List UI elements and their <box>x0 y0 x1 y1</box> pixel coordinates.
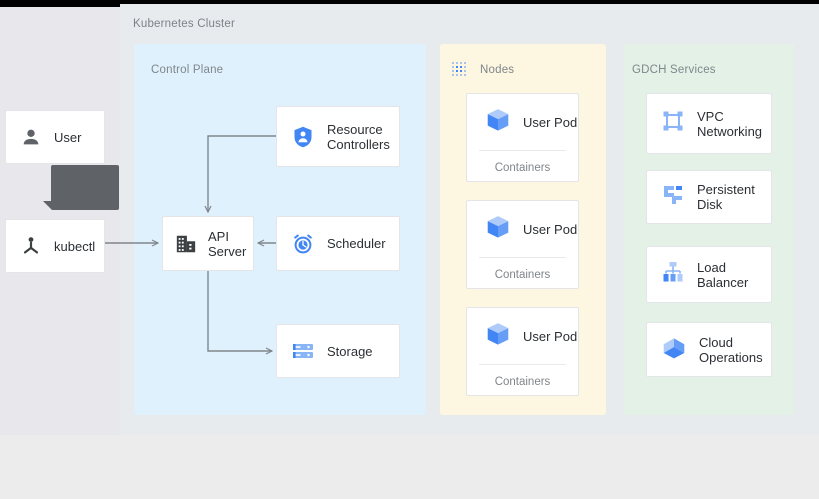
shield-person-icon <box>291 125 315 149</box>
gdch-services-label: GDCH Services <box>632 64 716 76</box>
alarm-clock-icon <box>291 232 315 256</box>
cube-icon <box>485 321 511 352</box>
pod-card[interactable]: User Pod Containers <box>466 307 579 396</box>
card-persistent-disk[interactable]: Persistent Disk <box>646 170 772 224</box>
pod-footer: Containers <box>494 376 551 388</box>
pod-divider <box>479 364 566 365</box>
pod-header: User Pod <box>467 94 578 150</box>
pod-card[interactable]: User Pod Containers <box>466 200 579 289</box>
card-load-balancer[interactable]: Load Balancer <box>646 246 772 303</box>
card-persistent-disk-label: Persistent Disk <box>697 182 755 212</box>
card-kubectl[interactable]: kubectl <box>5 219 105 273</box>
card-user[interactable]: User <box>5 110 105 164</box>
card-api-server[interactable]: API Server <box>162 216 254 271</box>
card-storage[interactable]: Storage <box>276 324 400 378</box>
pod-divider <box>479 150 566 151</box>
control-plane-label: Control Plane <box>151 64 224 76</box>
card-resource-controllers-label: Resource Controllers <box>327 121 390 152</box>
server-rack-icon <box>291 339 315 363</box>
load-balancer-icon <box>661 260 685 289</box>
pod-header: User Pod <box>467 308 578 364</box>
card-api-server-label: API Server <box>208 228 247 259</box>
pod-card[interactable]: User Pod Containers <box>466 93 579 182</box>
vpc-network-icon <box>661 109 685 138</box>
building-icon <box>175 233 197 255</box>
card-scheduler-label: Scheduler <box>327 236 386 251</box>
card-load-balancer-label: Load Balancer <box>697 259 749 290</box>
top-black-bar <box>0 0 819 4</box>
card-cloud-operations-label: Cloud Operations <box>699 334 763 365</box>
tooltip-popup <box>43 165 119 210</box>
pod-label: User Pod <box>523 221 578 237</box>
dotted-grid-icon <box>450 60 470 80</box>
cube-icon <box>485 107 511 138</box>
card-user-label: User <box>54 129 82 145</box>
cube-icon <box>485 214 511 245</box>
bottom-background-band <box>0 435 819 499</box>
kubectl-icon <box>20 235 42 257</box>
card-scheduler[interactable]: Scheduler <box>276 216 400 271</box>
card-vpc-networking[interactable]: VPC Networking <box>646 93 772 154</box>
pod-footer: Containers <box>494 162 551 174</box>
card-resource-controllers[interactable]: Resource Controllers <box>276 106 400 167</box>
pod-label: User Pod <box>523 328 578 344</box>
card-kubectl-label: kubectl <box>54 238 96 254</box>
card-vpc-networking-label: VPC Networking <box>697 108 763 139</box>
nodes-label: Nodes <box>480 64 515 76</box>
card-cloud-operations[interactable]: Cloud Operations <box>646 322 772 377</box>
pod-header: User Pod <box>467 201 578 257</box>
pod-divider <box>479 257 566 258</box>
card-storage-label: Storage <box>327 343 373 359</box>
top-left-black-block <box>0 0 120 7</box>
cloud-operations-icon <box>661 334 687 365</box>
person-icon <box>20 126 42 148</box>
pod-footer: Containers <box>494 269 551 281</box>
pod-label: User Pod <box>523 114 578 130</box>
cluster-title: Kubernetes Cluster <box>133 18 236 30</box>
persistent-disk-icon <box>661 183 685 212</box>
